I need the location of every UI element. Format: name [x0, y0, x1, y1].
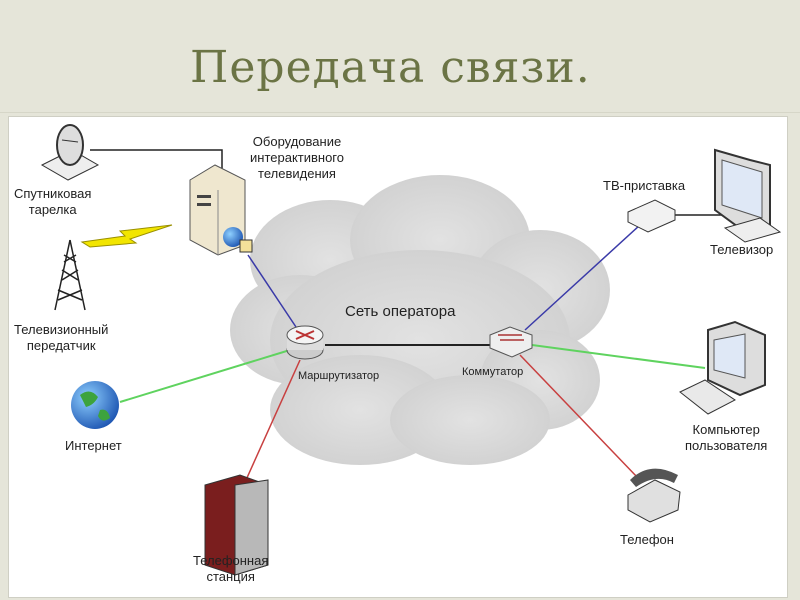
operator-network-cloud: [230, 175, 610, 465]
television-label: Телевизор: [710, 242, 774, 257]
satellite-dish-icon: [40, 124, 100, 181]
switch-label: Коммутатор: [462, 366, 524, 378]
slide-title: Передача связи.: [190, 42, 591, 93]
internet-globe-icon: [71, 381, 119, 429]
operator-network-label: Сеть оператора: [345, 303, 456, 320]
tv-tower-icon: [54, 239, 86, 311]
links: [90, 149, 728, 481]
set-top-box-icon: [627, 199, 676, 233]
television-icon: [714, 148, 782, 243]
link-switch-phone: [519, 354, 639, 479]
router-label: Маршрутизатор: [298, 370, 380, 382]
title-divider: [0, 112, 800, 113]
switch-icon: [489, 326, 533, 358]
link-router-exchange: [245, 359, 301, 481]
globe-small-icon: [223, 227, 243, 247]
link-switch-stb: [524, 224, 641, 331]
telephone-icon: [627, 468, 681, 523]
user-computer-icon: [679, 320, 766, 415]
keyboard-icon: [679, 379, 736, 415]
telephone-exchange-icon: [204, 474, 269, 576]
link-router-internet: [119, 349, 291, 403]
wireless-signal-icon: [80, 224, 173, 248]
internet-label: Интернет: [65, 438, 122, 453]
link-switch-pc: [531, 344, 706, 369]
server-icon: [189, 164, 253, 256]
telephone-label: Телефон: [620, 532, 674, 547]
router-icon: [286, 325, 324, 360]
set-top-box-label: ТВ-приставка: [603, 178, 686, 193]
link-server-router: [247, 254, 299, 331]
link-dish-server: [90, 149, 223, 170]
